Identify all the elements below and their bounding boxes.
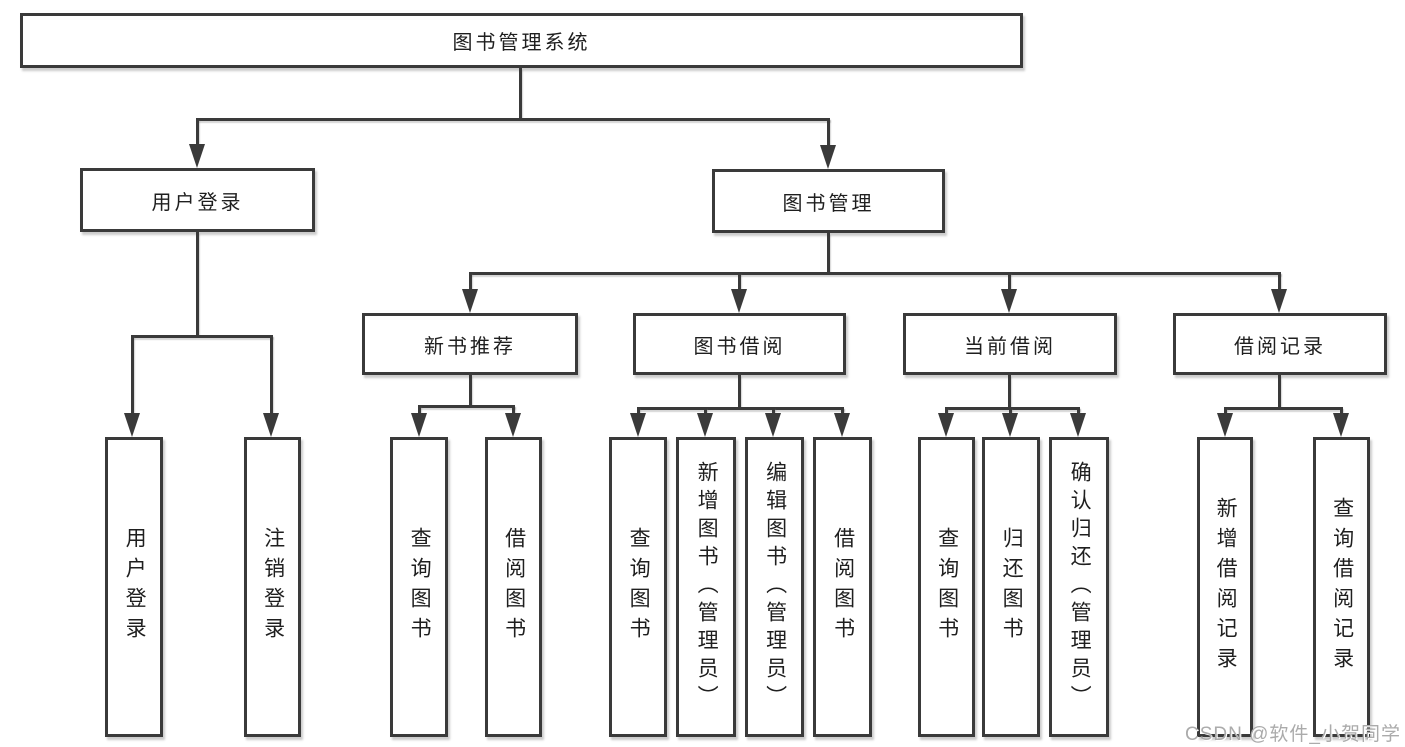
connector-leaf-drop: [131, 335, 134, 417]
connector-user-login-branch: [131, 335, 273, 338]
leaf-label: 查询图书: [627, 527, 651, 647]
leaf-label: 查询图书: [408, 527, 432, 647]
leaf-label: 查询图书: [935, 527, 959, 647]
node-borrowing-records: 借阅记录: [1173, 313, 1387, 375]
connector-branch: [418, 405, 515, 408]
connector-level3-drop: [1278, 272, 1281, 294]
node-book-management: 图书管理: [712, 169, 945, 233]
leaf-label: 新增借阅记录: [1214, 497, 1238, 677]
leaf-label: 查询借阅记录: [1330, 497, 1354, 677]
connector-book-mgmt-stem: [827, 233, 830, 272]
leaf-query-books-3: 查询图书: [918, 437, 975, 737]
arrow-down-icon: [124, 413, 140, 437]
arrow-down-icon: [1070, 413, 1086, 437]
leaf-label: 编辑图书（管理员）: [763, 461, 787, 713]
connector-leaf-drop: [418, 405, 421, 419]
connector-root-stem: [519, 68, 522, 118]
connector-level3-drop: [1008, 272, 1011, 294]
connector-branch: [1224, 407, 1342, 410]
leaf-label: 用户登录: [123, 527, 147, 647]
leaf-user-login: 用户登录: [105, 437, 163, 737]
leaf-add-borrow-record: 新增借阅记录: [1197, 437, 1253, 737]
arrow-down-icon: [630, 413, 646, 437]
arrow-down-icon: [1333, 413, 1349, 437]
connector-stem: [1278, 375, 1281, 407]
connector-branch: [945, 407, 1080, 410]
csdn-watermark: CSDN @软件_小贺同学: [1185, 724, 1401, 745]
arrow-down-icon: [834, 413, 850, 437]
leaf-confirm-return-admin: 确认归还（管理员）: [1049, 437, 1109, 737]
arrow-down-icon: [938, 413, 954, 437]
leaf-label: 归还图书: [1000, 527, 1024, 647]
node-current-borrowing: 当前借阅: [903, 313, 1117, 375]
leaf-borrow-books-2: 借阅图书: [813, 437, 872, 737]
arrow-down-icon: [1001, 289, 1017, 313]
arrow-down-icon: [820, 145, 836, 169]
leaf-label: 确认归还（管理员）: [1068, 461, 1092, 713]
arrow-down-icon: [1217, 413, 1233, 437]
leaf-label: 借阅图书: [831, 527, 855, 647]
node-library-management-system: 图书管理系统: [20, 13, 1023, 68]
leaf-query-borrow-record: 查询借阅记录: [1313, 437, 1370, 737]
leaf-label: 注销登录: [261, 527, 285, 647]
connector-leaf-drop: [512, 405, 515, 419]
connector-book-mgmt-branch: [469, 272, 1281, 275]
node-user-login: 用户登录: [80, 168, 315, 232]
connector-level3-drop: [738, 272, 741, 294]
connector-stem: [738, 375, 741, 407]
arrow-down-icon: [731, 289, 747, 313]
leaf-query-books-1: 查询图书: [390, 437, 448, 737]
arrow-down-icon: [697, 413, 713, 437]
arrow-down-icon: [411, 413, 427, 437]
leaf-query-books-2: 查询图书: [609, 437, 667, 737]
leaf-logout: 注销登录: [244, 437, 301, 737]
connector-user-login-drop: [196, 118, 199, 148]
leaf-return-books: 归还图书: [982, 437, 1040, 737]
arrow-down-icon: [462, 289, 478, 313]
leaf-add-books-admin: 新增图书（管理员）: [676, 437, 736, 737]
connector-root-branch: [196, 118, 830, 121]
connector-level3-drop: [469, 272, 472, 294]
leaf-label: 新增图书（管理员）: [695, 461, 719, 713]
connector-book-mgmt-drop: [827, 118, 830, 148]
arrow-down-icon: [189, 144, 205, 168]
arrow-down-icon: [505, 413, 521, 437]
leaf-label: 借阅图书: [502, 527, 526, 647]
connector-leaf-drop: [270, 335, 273, 417]
leaf-borrow-books-1: 借阅图书: [485, 437, 542, 737]
leaf-edit-books-admin: 编辑图书（管理员）: [745, 437, 804, 737]
connector-branch: [637, 407, 844, 410]
node-new-book-recommend: 新书推荐: [362, 313, 578, 375]
connector-user-login-stem: [196, 232, 199, 335]
arrow-down-icon: [263, 413, 279, 437]
connector-stem: [469, 375, 472, 405]
connector-stem: [1008, 375, 1011, 407]
node-book-borrowing: 图书借阅: [633, 313, 846, 375]
arrow-down-icon: [765, 413, 781, 437]
arrow-down-icon: [1002, 413, 1018, 437]
arrow-down-icon: [1271, 289, 1287, 313]
